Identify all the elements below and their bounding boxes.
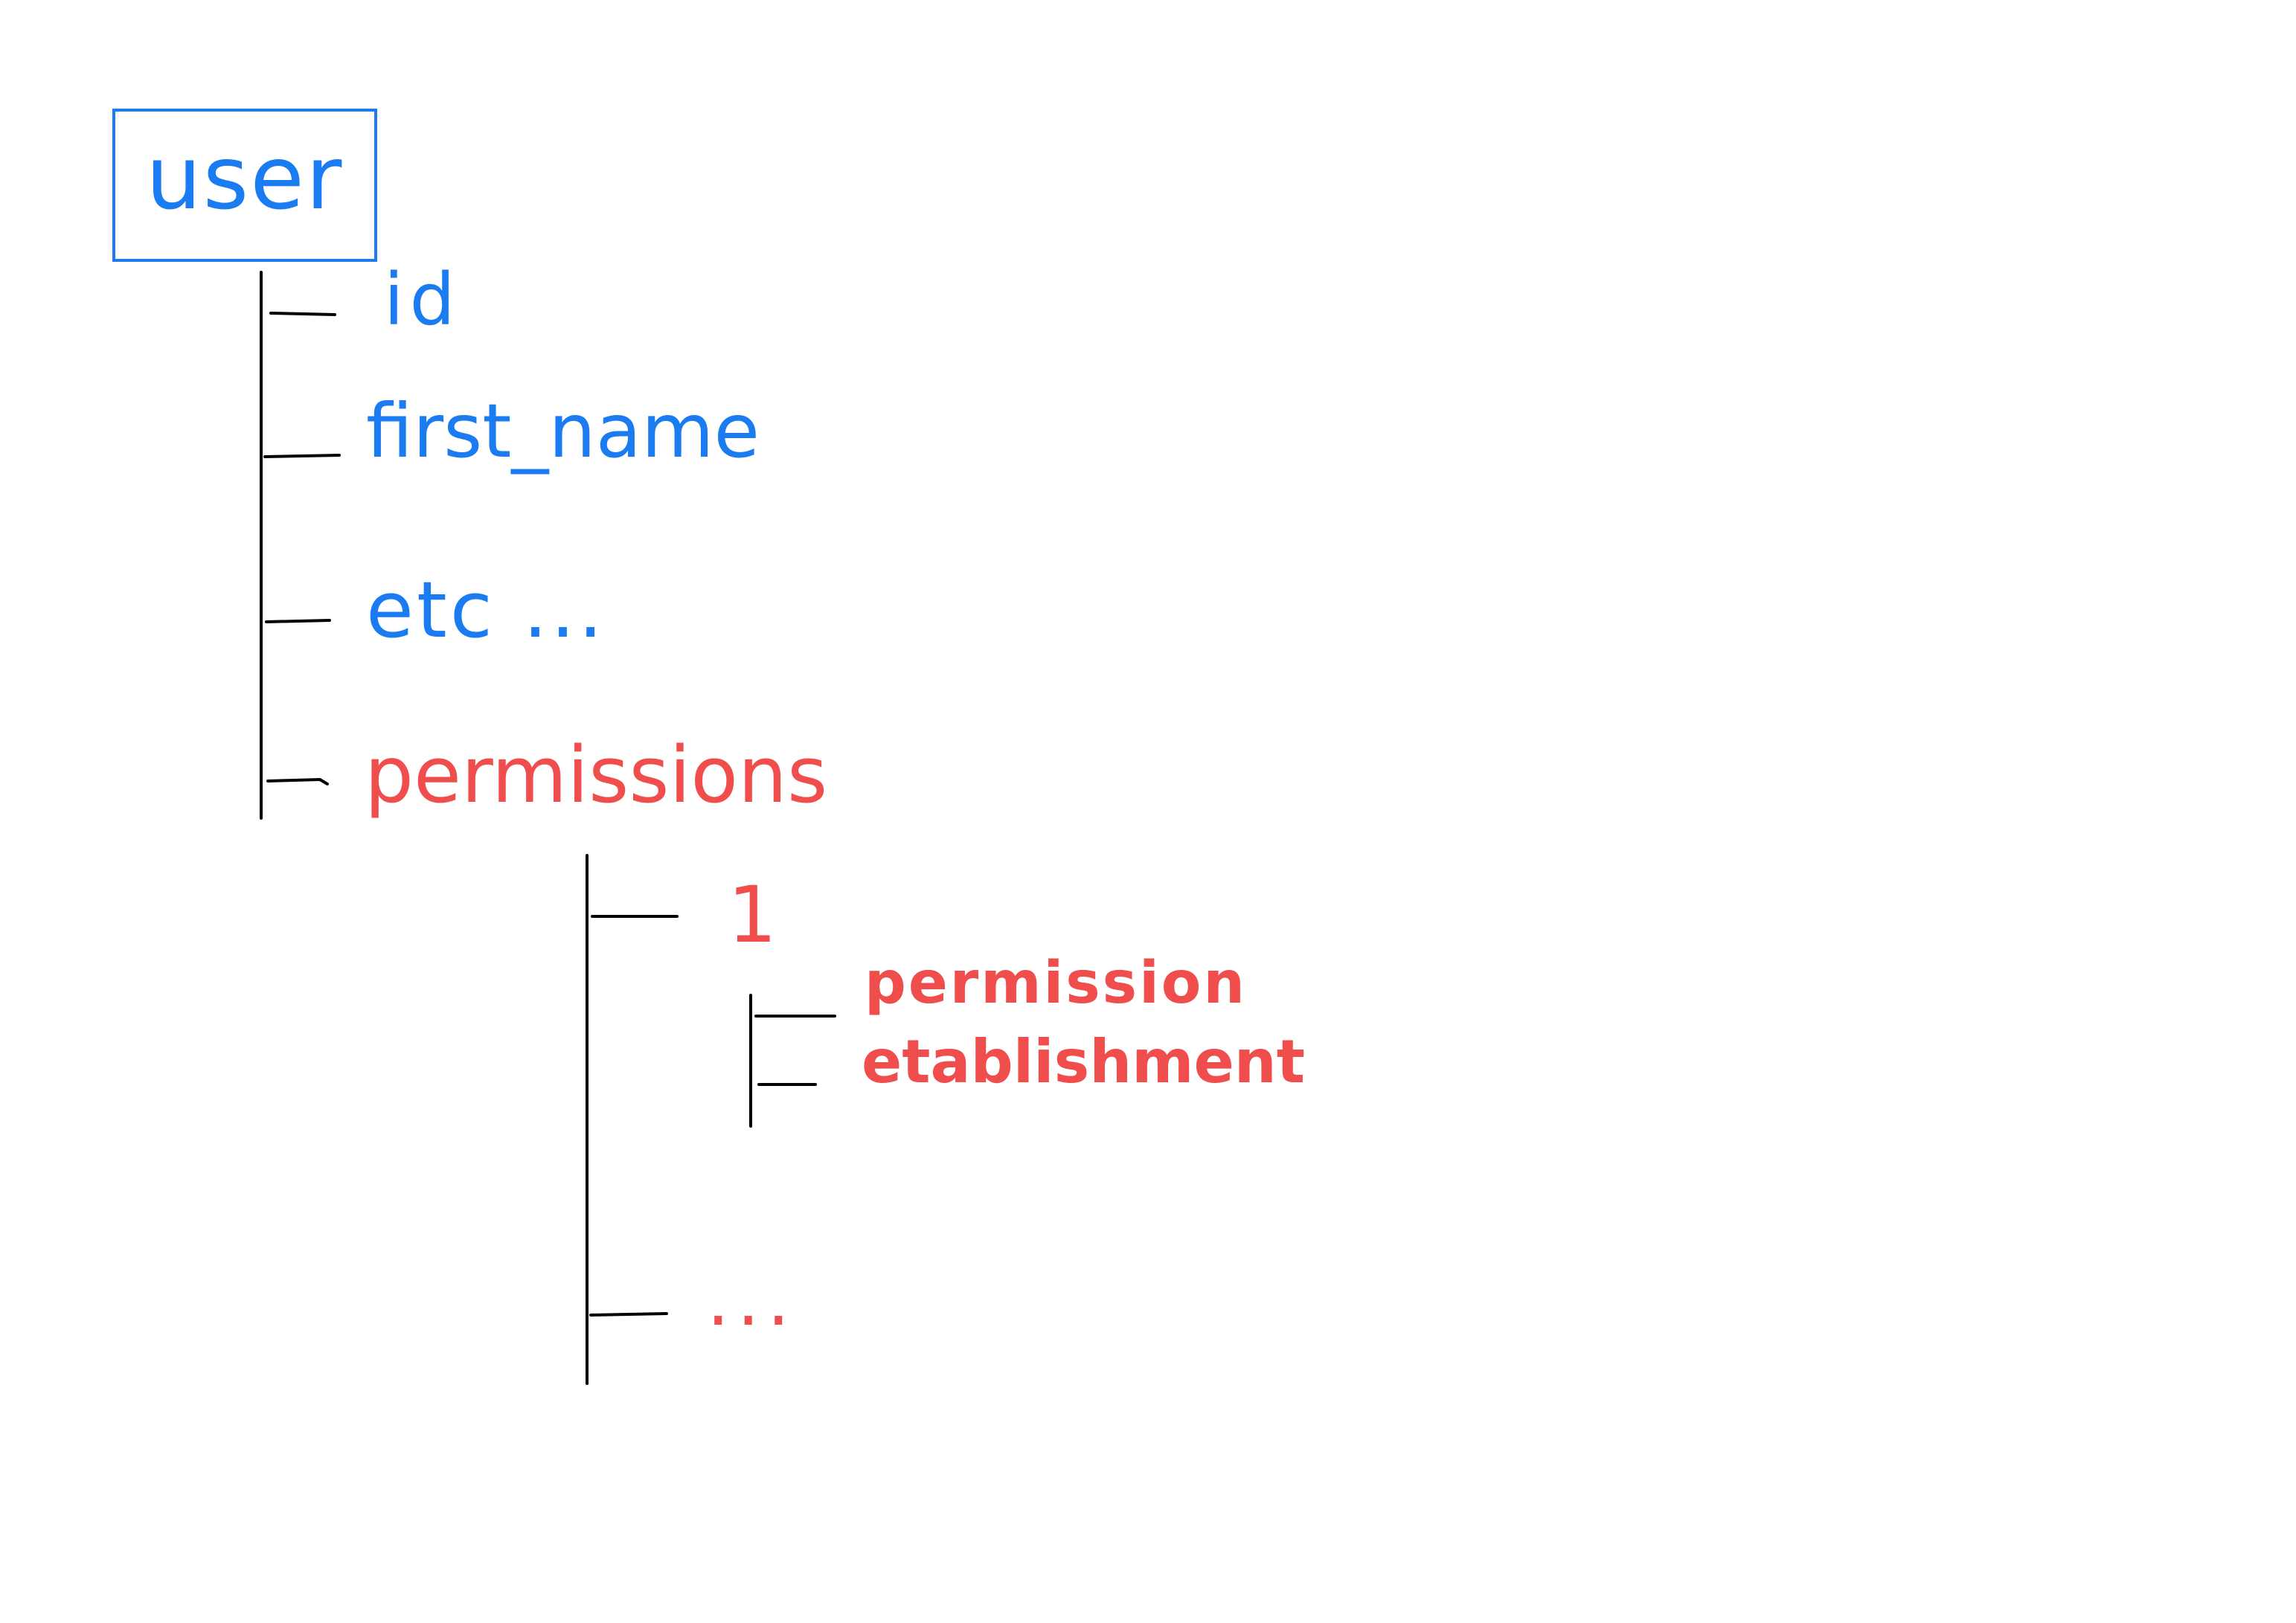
root-node-box	[112, 109, 377, 262]
permissions-item-1-label: 1	[728, 870, 777, 960]
branch-first-name-line	[263, 454, 341, 458]
branch-id-line	[269, 312, 336, 316]
branch-permissions-line	[266, 777, 329, 785]
item-1-etablishment-label: etablishment	[862, 1027, 1305, 1096]
item-1-permission-label: permission	[865, 950, 1247, 1017]
root-node-label: user	[146, 126, 344, 229]
field-id-label: id	[384, 258, 461, 341]
permissions-more-label: ...	[707, 1259, 798, 1342]
branch-item-more-line	[589, 1312, 668, 1317]
field-etc-label: etc ...	[366, 565, 606, 655]
field-first-name-label: first_name	[366, 388, 760, 475]
field-permissions-label: permissions	[365, 730, 828, 820]
branch-etc-line	[265, 619, 331, 623]
